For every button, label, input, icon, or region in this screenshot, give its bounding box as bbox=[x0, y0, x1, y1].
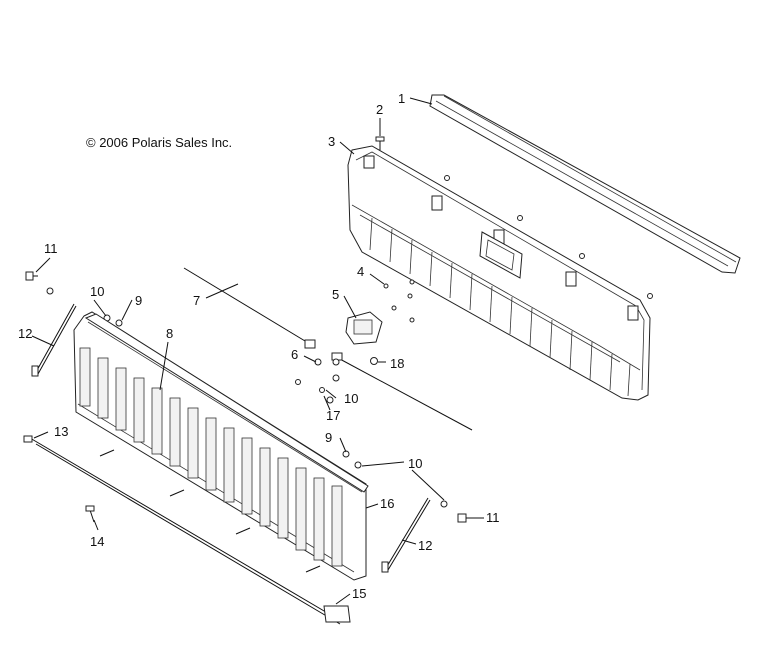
callout-labels: 1 2 3 4 5 6 7 8 9 9 10 10 10 11 11 12 12… bbox=[18, 91, 500, 601]
bolt-icon bbox=[25, 271, 474, 523]
callout-2: 2 bbox=[376, 102, 383, 117]
callout-17: 17 bbox=[326, 408, 340, 423]
callout-3: 3 bbox=[328, 134, 335, 149]
callout-15: 15 bbox=[352, 586, 366, 601]
screw-icon bbox=[375, 136, 385, 150]
tailgate-top-cap-icon bbox=[429, 94, 741, 274]
tailgate-panel-icon bbox=[73, 311, 369, 581]
callout-12b: 12 bbox=[418, 538, 432, 553]
callout-14: 14 bbox=[90, 534, 104, 549]
callout-9b: 9 bbox=[325, 430, 332, 445]
copyright-notice: © 2006 Polaris Sales Inc. bbox=[86, 135, 233, 150]
callout-18: 18 bbox=[390, 356, 404, 371]
bottom-rail-icon bbox=[23, 435, 351, 625]
hinge-bolt-icon bbox=[85, 449, 321, 573]
callout-11b: 11 bbox=[486, 510, 500, 525]
inner-tailgate-panel-icon bbox=[347, 145, 653, 401]
callout-13: 13 bbox=[54, 424, 68, 439]
latch-assembly-icon bbox=[345, 279, 415, 345]
callout-1: 1 bbox=[398, 91, 405, 106]
callout-7: 7 bbox=[193, 293, 200, 308]
latch-rod-icon bbox=[183, 267, 316, 349]
callout-9a: 9 bbox=[135, 293, 142, 308]
callout-12a: 12 bbox=[18, 326, 32, 341]
leader-lines bbox=[31, 97, 484, 605]
callout-6: 6 bbox=[291, 347, 298, 362]
small-hardware-icon bbox=[46, 287, 448, 508]
callout-11a: 11 bbox=[44, 241, 58, 256]
callout-16: 16 bbox=[380, 496, 394, 511]
callout-4: 4 bbox=[357, 264, 364, 279]
callout-10c: 10 bbox=[408, 456, 422, 471]
callout-5: 5 bbox=[332, 287, 339, 302]
callout-10a: 10 bbox=[90, 284, 104, 299]
callout-10b: 10 bbox=[344, 391, 358, 406]
support-cable-icon bbox=[31, 303, 431, 573]
callout-8: 8 bbox=[166, 326, 173, 341]
